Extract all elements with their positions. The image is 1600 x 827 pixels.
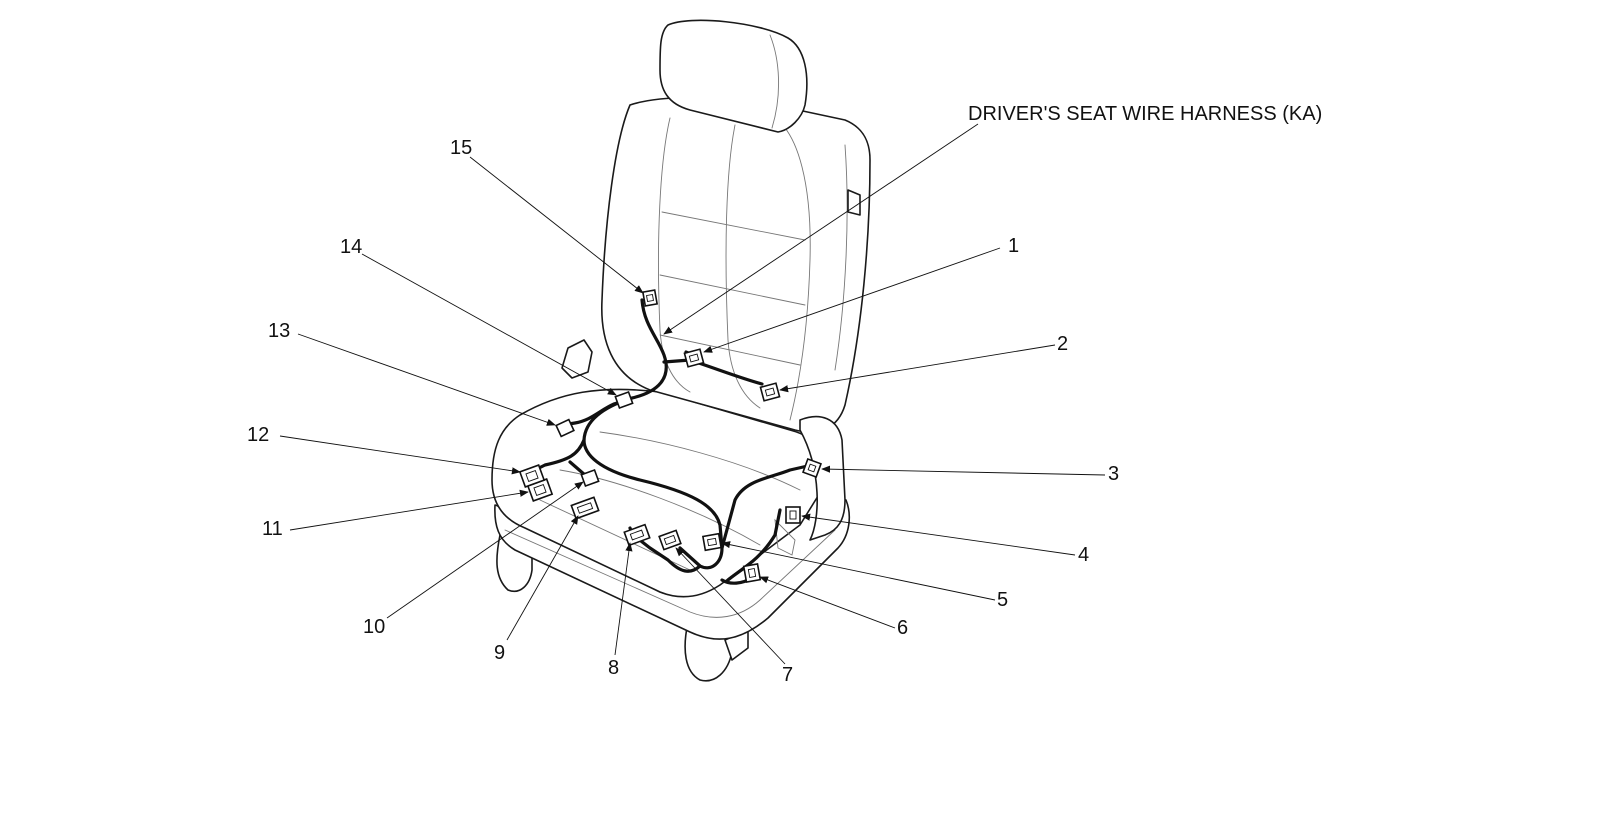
seat-back-center-seam-right xyxy=(725,124,761,409)
connectors xyxy=(518,289,822,584)
callout-13: 13 xyxy=(268,320,290,342)
connector-6 xyxy=(742,562,762,584)
harness-branch-4 xyxy=(726,508,782,582)
leader-10 xyxy=(386,481,584,619)
callout-9: 9 xyxy=(494,642,505,664)
connector-13 xyxy=(555,418,575,438)
leader-4 xyxy=(801,513,1076,556)
leader-11 xyxy=(289,489,529,531)
callout-4: 4 xyxy=(1078,544,1089,566)
leader-3 xyxy=(821,465,1106,476)
leader-2 xyxy=(779,344,1056,393)
leader-13 xyxy=(297,333,556,426)
seat-back-outer-edge xyxy=(834,144,848,371)
callout-3: 3 xyxy=(1108,463,1119,485)
seat-back-lumbar-line xyxy=(659,334,801,366)
callout-5: 5 xyxy=(997,589,1008,611)
callout-labels: 1 2 3 4 5 6 7 8 9 10 11 12 13 14 15 xyxy=(247,137,1119,686)
headrest-seam xyxy=(769,34,779,129)
harness-branch-10 xyxy=(568,460,587,477)
seat-side-bracket xyxy=(774,518,796,556)
connector-9 xyxy=(570,496,600,520)
callout-11: 11 xyxy=(262,518,283,540)
leader-6 xyxy=(759,576,896,629)
seat-back-panel-line-1 xyxy=(661,211,806,241)
callout-1: 1 xyxy=(1008,235,1019,257)
seat-belt-buckle xyxy=(561,339,593,379)
callout-14: 14 xyxy=(340,236,362,258)
connector-1 xyxy=(683,348,705,368)
connector-14 xyxy=(614,390,634,410)
callout-6: 6 xyxy=(897,617,908,639)
callout-7: 7 xyxy=(782,664,793,686)
harness-branch-13 xyxy=(560,402,616,427)
callout-8: 8 xyxy=(608,657,619,679)
diagram-title: DRIVER'S SEAT WIRE HARNESS (KA) xyxy=(968,103,1322,125)
seat-back-recline-knob xyxy=(847,189,861,216)
callout-12: 12 xyxy=(247,424,269,446)
connector-8 xyxy=(623,523,651,547)
connector-10 xyxy=(580,468,600,488)
leader-5 xyxy=(721,541,996,601)
leader-1 xyxy=(703,247,1001,353)
callout-15: 15 xyxy=(450,137,472,159)
seat-base-trim xyxy=(504,529,836,618)
leader-9 xyxy=(506,515,579,641)
leader-title xyxy=(663,123,979,335)
harness-branch-3 xyxy=(720,463,814,550)
callout-10: 10 xyxy=(363,616,385,638)
leader-12 xyxy=(279,435,521,475)
connector-7 xyxy=(658,529,682,551)
seat-back-side-bolster xyxy=(769,114,811,421)
connector-4 xyxy=(785,506,801,524)
callout-2: 2 xyxy=(1057,333,1068,355)
leader-15 xyxy=(469,156,644,294)
connector-3 xyxy=(802,458,822,478)
leader-8 xyxy=(614,542,633,656)
seat-illustration xyxy=(491,19,871,682)
headrest xyxy=(659,19,808,133)
connector-15 xyxy=(641,289,659,307)
seat-back-center-seam-left xyxy=(658,117,691,393)
connector-12 xyxy=(518,464,546,488)
leader-14 xyxy=(361,253,617,396)
leader-lines xyxy=(279,123,1106,665)
seat-cushion-seam-2 xyxy=(599,431,801,491)
harness-main-trunk xyxy=(582,298,724,570)
harness-branch-12-11 xyxy=(533,438,586,472)
connector-2 xyxy=(759,382,781,402)
connector-5 xyxy=(701,532,723,552)
leader-7 xyxy=(675,547,786,665)
seat-back-panel-line-2 xyxy=(659,274,806,306)
